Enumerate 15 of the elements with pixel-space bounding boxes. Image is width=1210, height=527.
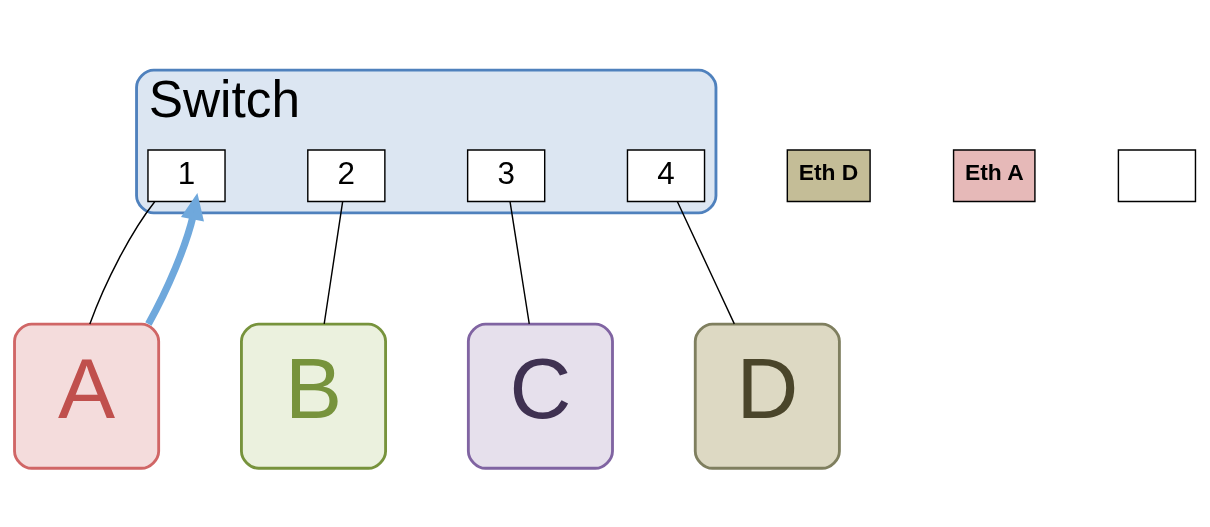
- node-box: 3: [466, 149, 546, 203]
- connector: [89, 201, 156, 325]
- arrow: [145, 192, 204, 326]
- node-box: Eth A: [952, 149, 1036, 203]
- node-box: 1: [147, 149, 226, 203]
- node-box: B: [240, 322, 387, 470]
- node-box: C: [466, 322, 614, 470]
- node-box: [1117, 149, 1197, 203]
- node-box: 2: [307, 149, 386, 203]
- node-box: 4: [626, 149, 706, 203]
- connector: [509, 201, 530, 325]
- node-box: Eth D: [786, 149, 871, 203]
- node-box: D: [693, 322, 841, 470]
- node-box: A: [13, 322, 161, 470]
- connector: [323, 201, 344, 325]
